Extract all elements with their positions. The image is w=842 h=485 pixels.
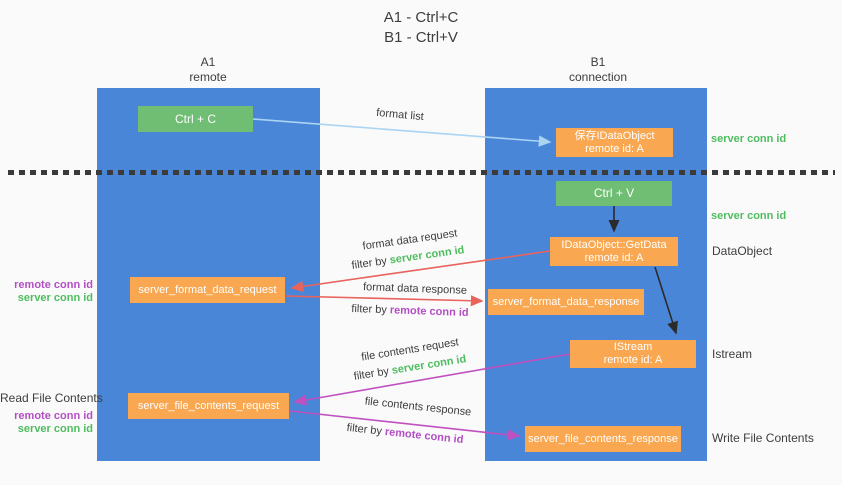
label-server-conn-id-top: server conn id — [711, 133, 787, 145]
column-a1-id: A1 — [200, 55, 216, 69]
node-server-format-data-response: server_format_data_response — [488, 289, 644, 315]
label-istream: Istream — [712, 347, 753, 361]
label-write-file-contents: Write File Contents — [712, 431, 814, 445]
diagram-title: A1 - Ctrl+C B1 - Ctrl+V — [0, 8, 842, 48]
label-read-file-contents: Read File Contents — [0, 391, 103, 405]
node-istream-line2: remote id: A — [603, 354, 663, 366]
node-server-format-data-response-label: server_format_data_response — [492, 295, 640, 308]
node-ctrl-v: Ctrl + V — [556, 181, 672, 206]
node-istream-line1: IStream — [613, 341, 653, 353]
column-a1-role: remote — [189, 70, 227, 84]
node-server-file-contents-response: server_file_contents_response — [525, 426, 681, 452]
label-remote-conn-id-file: remote conn id — [14, 410, 93, 422]
node-ctrl-v-label: Ctrl + V — [593, 186, 635, 200]
arrow-label-format-data-response: format data response — [362, 281, 468, 297]
title-line-1: A1 - Ctrl+C — [383, 9, 459, 26]
filter-remote-conn-id-text: remote conn id — [389, 304, 469, 320]
arrow-label-format-list: format list — [375, 106, 425, 124]
node-server-file-contents-request-label: server_file_contents_request — [137, 399, 280, 412]
node-save-idataobject-line2: remote id: A — [585, 142, 644, 155]
node-ctrl-c-label: Ctrl + C — [174, 111, 216, 126]
node-save-idataobject-line1: 保存IDataObject — [574, 129, 655, 142]
node-save-idataobject: 保存IDataObject remote id: A — [556, 128, 673, 157]
column-b1-role: connection — [568, 70, 628, 84]
node-idataobject-getdata-line2: remote id: A — [584, 251, 644, 264]
node-server-file-contents-response-label: server_file_contents_response — [528, 432, 678, 445]
label-dataobject: DataObject — [712, 244, 773, 258]
title-line-2: B1 - Ctrl+V — [384, 29, 458, 46]
node-ctrl-c: Ctrl + C — [138, 106, 253, 132]
label-server-conn-id-format: server conn id — [17, 292, 93, 304]
node-server-format-data-request-label: server_format_data_request — [138, 283, 277, 296]
label-remote-conn-id-format: remote conn id — [14, 279, 93, 291]
filter-by-text: filter by — [350, 255, 388, 272]
node-idataobject-getdata: IDataObject::GetData remote id: A — [550, 237, 678, 266]
node-idataobject-getdata-line1: IDataObject::GetData — [561, 238, 667, 251]
column-b1-id: B1 — [590, 55, 606, 69]
filter-by-text: filter by — [351, 302, 388, 317]
node-istream: IStream remote id: A — [570, 340, 696, 368]
filter-remote-conn-id-text: remote conn id — [384, 425, 464, 447]
label-server-conn-id-file: server conn id — [17, 423, 93, 435]
column-header-a1: A1 remote — [148, 55, 268, 85]
filter-by-text: filter by — [346, 421, 383, 438]
left-conn-id-group-format: remote conn id server conn id — [0, 279, 93, 305]
arrow-label-file-contents-response: file contents response — [364, 395, 472, 419]
filter-server-conn-id-text: server conn id — [388, 244, 466, 267]
label-server-conn-id-mid: server conn id — [711, 210, 787, 222]
column-header-b1: B1 connection — [538, 55, 658, 85]
node-server-file-contents-request: server_file_contents_request — [128, 393, 289, 419]
filter-by-text: filter by — [352, 365, 390, 383]
session-divider-dotted-line — [8, 170, 835, 175]
left-conn-id-group-file: Read File Contents remote conn id server… — [0, 391, 103, 436]
node-server-format-data-request: server_format_data_request — [130, 277, 285, 303]
